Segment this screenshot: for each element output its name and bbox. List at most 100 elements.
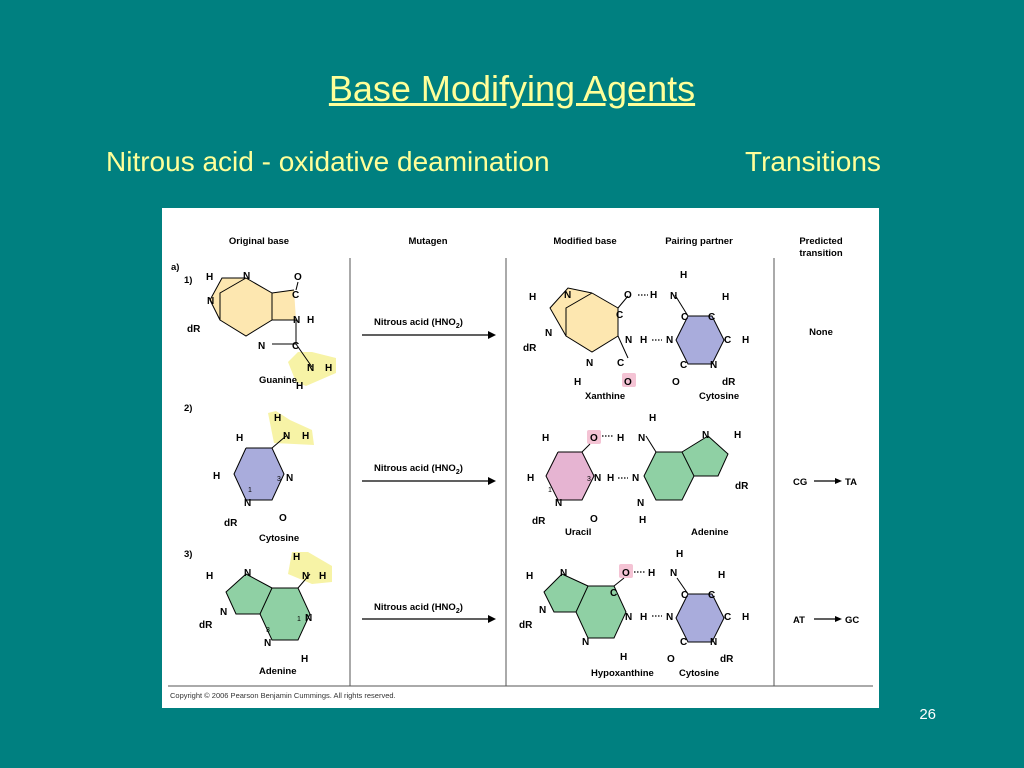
svg-text:N: N (564, 290, 571, 301)
svg-text:dR: dR (720, 654, 734, 665)
svg-text:H: H (620, 652, 627, 663)
xanthine-oxygen-highlight (622, 373, 636, 387)
hypoxanthine-oxygen-highlight (619, 564, 633, 578)
svg-text:N: N (244, 498, 251, 509)
svg-text:N: N (710, 360, 717, 371)
svg-text:H: H (296, 381, 303, 392)
svg-text:H: H (718, 570, 725, 581)
svg-text:N: N (637, 498, 644, 509)
svg-text:O: O (590, 514, 598, 525)
svg-text:H: H (676, 549, 683, 560)
mutation-figure: Original base Mutagen Modified base Pair… (162, 208, 879, 708)
header-modified-base: Modified base (553, 236, 616, 247)
svg-text:H: H (742, 335, 749, 346)
svg-text:H: H (640, 335, 647, 346)
row-3: 3) H N H N H N 1 N dR 3 N H Adenine Nitr… (184, 549, 859, 679)
svg-text:N: N (305, 613, 312, 624)
svg-text:N: N (283, 431, 290, 442)
adenine-amino-highlight (288, 552, 332, 584)
svg-text:N: N (302, 571, 309, 582)
svg-text:N: N (307, 363, 314, 374)
svg-text:H: H (734, 430, 741, 441)
svg-text:N: N (625, 612, 632, 623)
row-3-transition-from: AT (793, 615, 805, 626)
row-3-mutagen: Nitrous acid (HNO2) (374, 602, 463, 615)
svg-text:C: C (680, 637, 687, 648)
svg-text:N: N (670, 568, 677, 579)
cytosine-structure: H N H H H 3 N 1 N O dR Cytosine (213, 411, 314, 544)
svg-text:1: 1 (248, 487, 252, 494)
svg-text:3: 3 (277, 476, 281, 483)
svg-text:O: O (667, 654, 675, 665)
svg-text:N: N (545, 328, 552, 339)
figure-svg: Original base Mutagen Modified base Pair… (168, 236, 873, 700)
svg-text:H: H (213, 471, 220, 482)
svg-text:N: N (632, 473, 639, 484)
row-3-number: 3) (184, 549, 192, 560)
svg-text:1: 1 (297, 616, 301, 623)
svg-text:C: C (724, 612, 731, 623)
svg-text:O: O (672, 377, 680, 388)
svg-text:H: H (649, 413, 656, 424)
svg-text:N: N (625, 335, 632, 346)
adenine-label-partner: Adenine (691, 527, 728, 538)
svg-text:H: H (325, 363, 332, 374)
svg-text:1: 1 (548, 487, 552, 494)
row-2-transition-from: CG (793, 477, 807, 488)
row-1-number: 1) (184, 275, 192, 286)
svg-text:N: N (670, 291, 677, 302)
svg-text:N: N (560, 568, 567, 579)
adenine-structure: H N H N H N 1 N dR 3 N H Adenine (199, 552, 332, 677)
svg-text:C: C (610, 588, 617, 599)
uracil-label: Uracil (565, 527, 591, 538)
header-predicted-line2: transition (799, 248, 842, 259)
svg-text:C: C (616, 310, 623, 321)
svg-text:O: O (622, 568, 630, 579)
svg-text:N: N (666, 335, 673, 346)
row-1-transition: None (809, 327, 833, 338)
svg-text:dR: dR (519, 620, 533, 631)
svg-text:N: N (638, 433, 645, 444)
svg-text:H: H (206, 571, 213, 582)
guanine-label: Guanine (259, 375, 297, 386)
row-2: 2) H N H H H 3 N 1 N O dR Cytosine Nitro… (184, 403, 857, 544)
svg-text:N: N (207, 296, 214, 307)
svg-text:C: C (292, 290, 299, 301)
svg-text:dR: dR (224, 518, 238, 529)
hypoxanthine-label: Hypoxanthine (591, 668, 654, 679)
svg-text:N: N (286, 473, 293, 484)
svg-text:H: H (574, 377, 581, 388)
header-predicted-line1: Predicted (799, 236, 842, 247)
svg-text:H: H (526, 571, 533, 582)
svg-text:H: H (650, 290, 657, 301)
svg-text:N: N (258, 341, 265, 352)
row-3-transition-to: GC (845, 615, 859, 626)
svg-text:O: O (279, 513, 287, 524)
svg-text:H: H (742, 612, 749, 623)
svg-text:N: N (264, 638, 271, 649)
svg-text:dR: dR (199, 620, 213, 631)
copyright-text: Copyright © 2006 Pearson Benjamin Cummin… (170, 691, 396, 700)
svg-text:O: O (624, 290, 632, 301)
cytosine-label: Cytosine (259, 533, 299, 544)
svg-text:C: C (708, 590, 715, 601)
row-2-mutagen: Nitrous acid (HNO2) (374, 463, 463, 476)
row-1: 1) N H N dR O C N H N C N H (184, 270, 833, 402)
svg-text:C: C (292, 341, 299, 352)
cytosine-label-2: Cytosine (679, 668, 719, 679)
adenine-partner: H N H N H N dR N H Adenine (617, 413, 749, 538)
svg-text:3: 3 (587, 476, 591, 483)
subtitle-transitions: Transitions (745, 146, 881, 177)
svg-text:H: H (648, 568, 655, 579)
hypoxanthine-structure: O N H C N N H dR N H Hypoxanthine (519, 564, 654, 679)
cytosine-label-1: Cytosine (699, 391, 739, 402)
row-3-transition: AT GC (793, 615, 859, 626)
svg-text:C: C (680, 360, 687, 371)
header-original-base: Original base (229, 236, 289, 247)
header-mutagen: Mutagen (408, 236, 447, 247)
header-pairing-partner: Pairing partner (665, 236, 733, 247)
svg-text:N: N (293, 315, 300, 326)
svg-text:H: H (527, 473, 534, 484)
svg-text:dR: dR (523, 343, 537, 354)
svg-text:H: H (307, 315, 314, 326)
